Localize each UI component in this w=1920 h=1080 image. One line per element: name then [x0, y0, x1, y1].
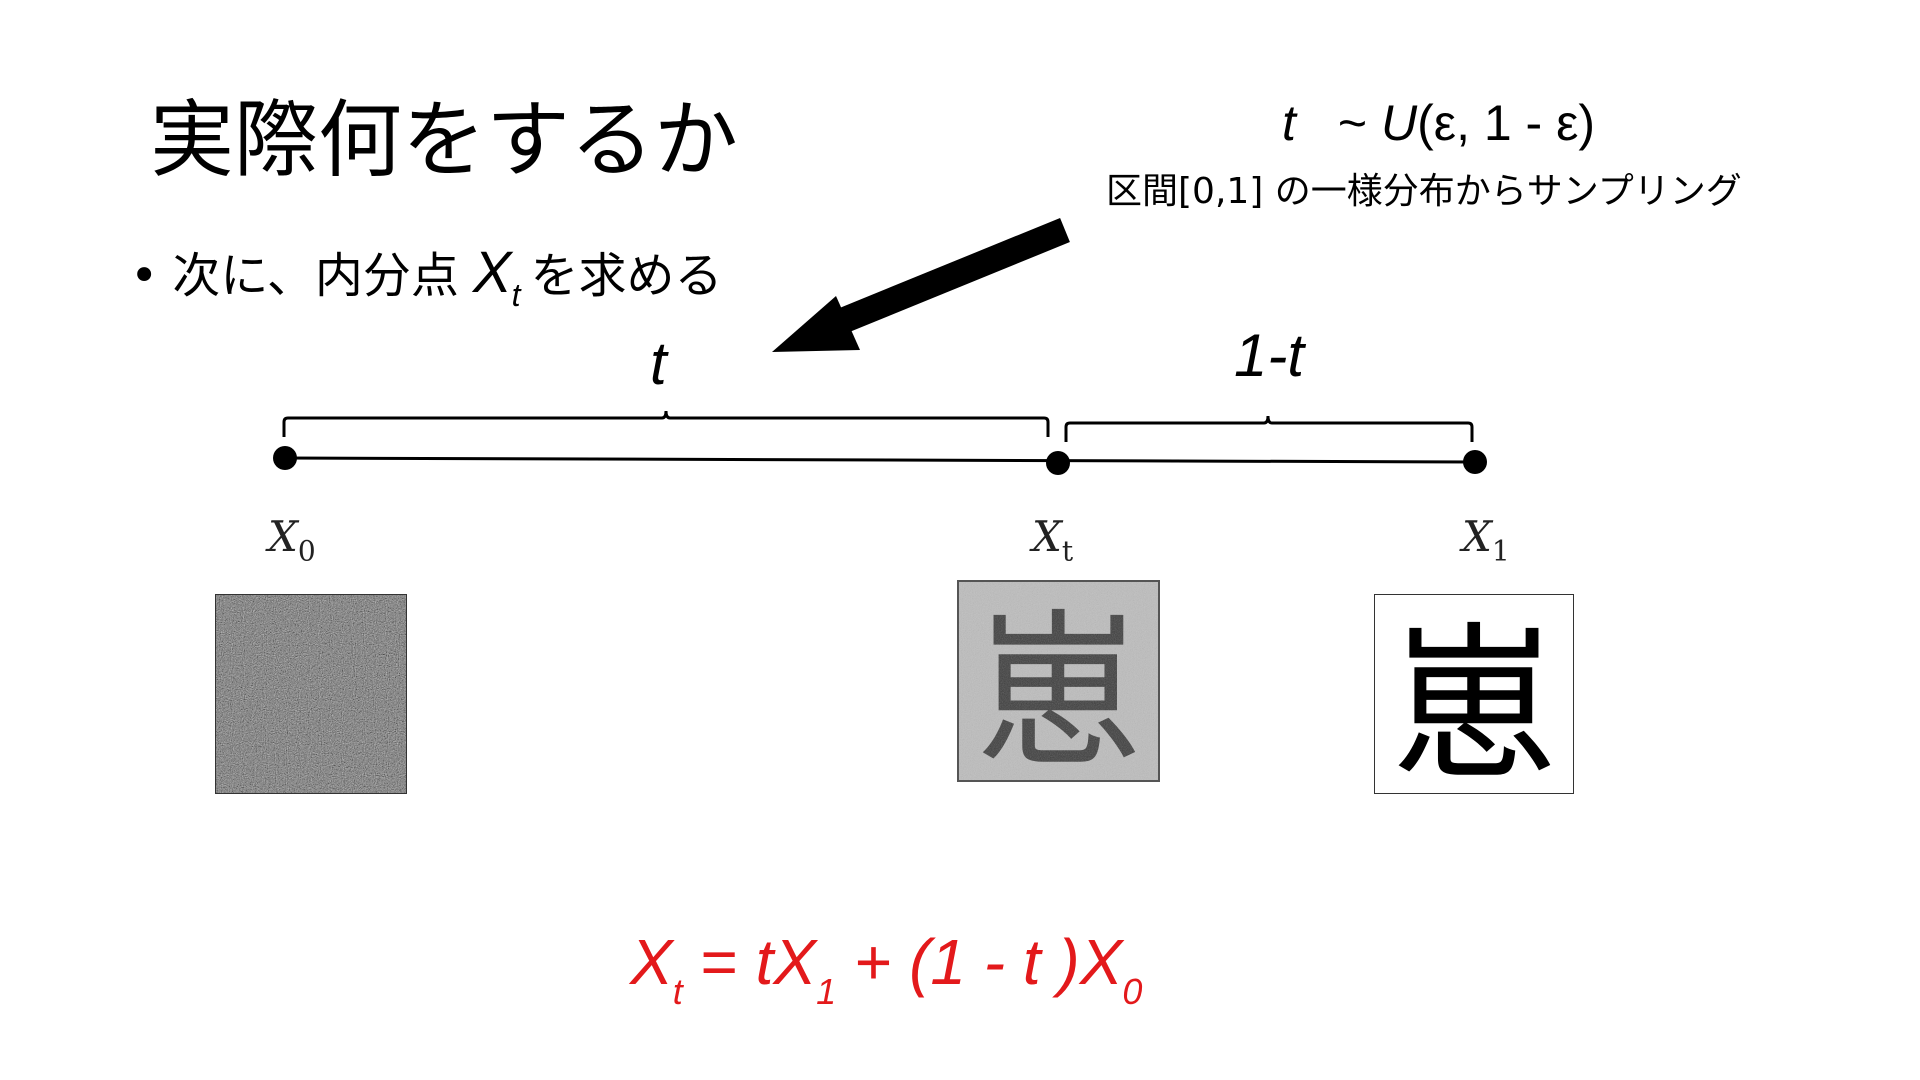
bullet-variable-sub: t: [511, 277, 521, 313]
bullet-variable: X: [472, 240, 512, 305]
point-label-xt-sub: t: [1061, 534, 1074, 568]
noisy-kanji-graphic: 崽: [959, 582, 1158, 780]
formula-term1: tX: [755, 926, 817, 998]
formula-lhs-sub: t: [672, 970, 683, 1012]
slide-title: 実際何をするか: [150, 91, 739, 189]
sampling-tilde: ~: [1337, 95, 1368, 151]
point-label-x1-symbol: X: [1462, 512, 1492, 561]
noise-texture: [216, 595, 406, 793]
interpolation-formula: Xt = tX1 + (1 - t )X0: [630, 930, 1142, 1009]
segment-label-one-minus-t: 1-t: [1234, 322, 1305, 389]
pointer-arrow: [772, 217, 1070, 352]
sampling-formula: t ~ U(ε, 1 - ε): [1282, 98, 1595, 148]
noise-image-x0: [215, 594, 407, 794]
segment-label-t: t: [650, 330, 667, 397]
clean-image-x1: 崽: [1374, 594, 1574, 794]
point-label-x1-sub: 1: [1491, 534, 1510, 568]
point-label-xt-symbol: X: [1032, 512, 1062, 561]
brace-t: [282, 410, 1050, 437]
point-label-x0-symbol: X: [268, 512, 298, 561]
formula-lhs: X: [630, 926, 673, 998]
point-label-x0-sub: 0: [297, 534, 316, 568]
formula-term2: + (1 - t )X: [836, 926, 1123, 998]
brace-one-minus-t: [1064, 415, 1474, 442]
sampling-t: t: [1282, 95, 1296, 151]
sampling-dist: U: [1381, 95, 1418, 151]
bullet-marker: •: [130, 248, 159, 304]
formula-equals: =: [682, 926, 756, 998]
clean-kanji-graphic: 崽: [1375, 595, 1573, 793]
point-x1: [1463, 450, 1487, 474]
sampling-note: 区間[0,1] の一様分布からサンプリング: [1106, 171, 1742, 212]
segment-line: [284, 456, 1476, 464]
formula-term2-sub: 0: [1122, 970, 1143, 1012]
noisy-image-xt: 崽: [957, 580, 1160, 782]
clean-kanji-char: 崽: [1390, 607, 1558, 793]
point-label-x0: X0: [268, 516, 316, 565]
formula-term1-sub: 1: [816, 970, 837, 1012]
point-xt: [1046, 451, 1070, 475]
bullet-text-after: を求める: [530, 248, 723, 304]
sampling-args: (ε, 1 - ε): [1417, 95, 1596, 151]
bullet-text-before: 次に、内分点: [172, 248, 459, 304]
point-label-xt: Xt: [1032, 516, 1073, 565]
point-x0: [273, 446, 297, 470]
point-label-x1: X1: [1462, 516, 1510, 565]
